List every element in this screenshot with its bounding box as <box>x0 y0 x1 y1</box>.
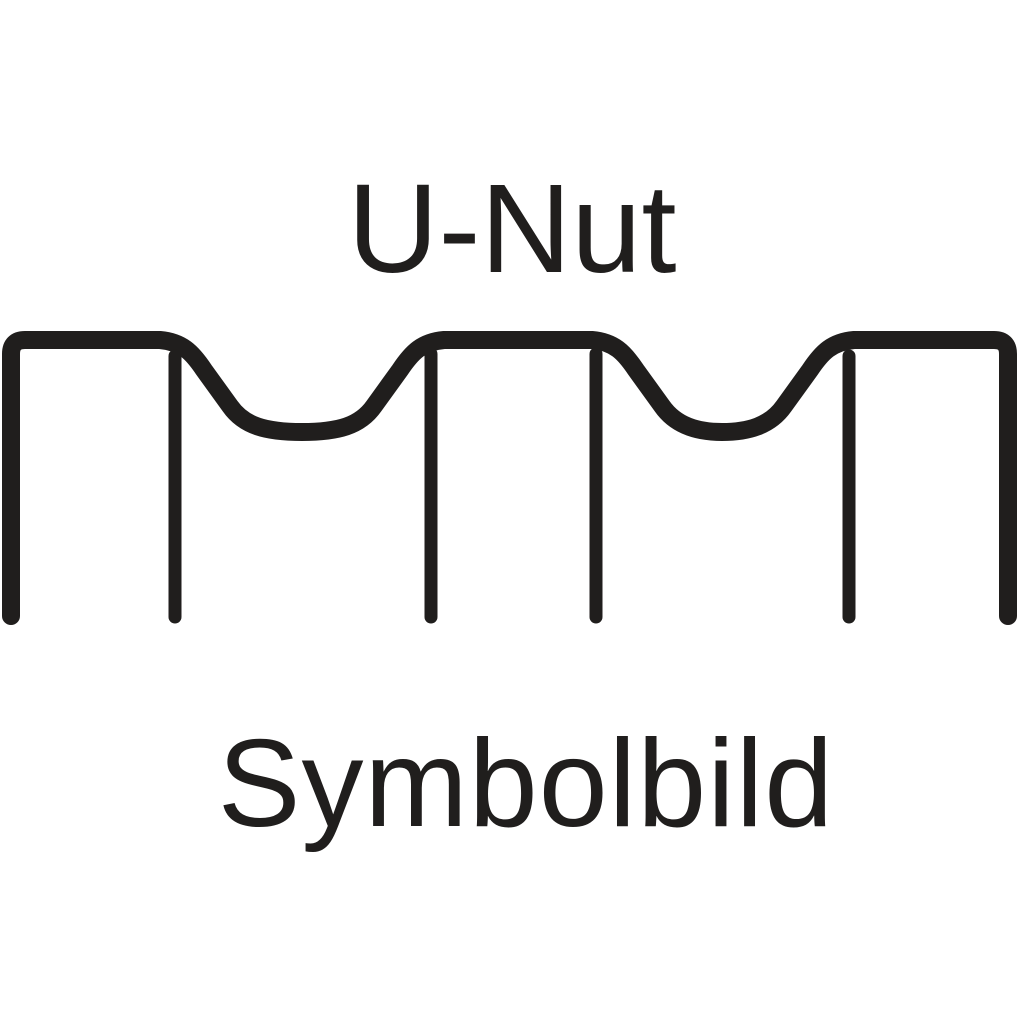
caption-symbolbild: Symbolbild <box>217 715 835 853</box>
profile-outline <box>2 331 1017 625</box>
page-title: U-Nut <box>347 158 677 299</box>
